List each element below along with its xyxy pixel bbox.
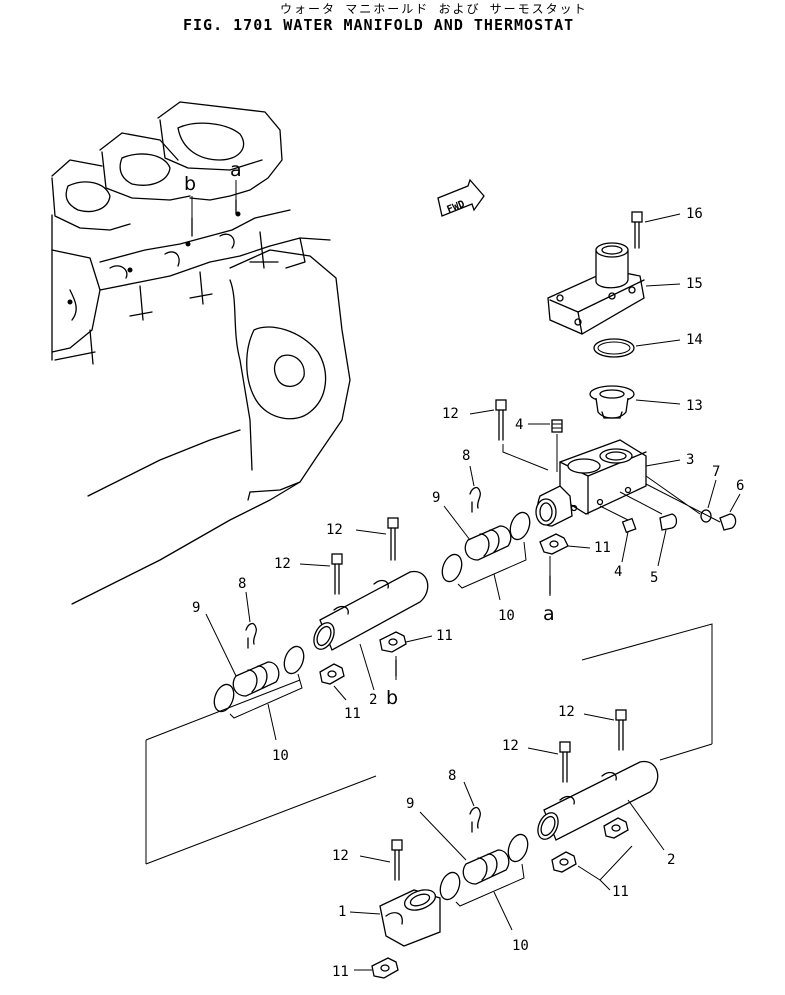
callout-9-low: 9 [406, 796, 414, 812]
callout-10-low: 10 [512, 938, 529, 954]
thermostat-cover-15 [547, 242, 645, 335]
o-ring-10-mid-b [283, 645, 305, 675]
callout-11-low-a: 11 [612, 884, 629, 900]
callout-11-top: 11 [594, 540, 611, 556]
plug-4-bottom [621, 517, 637, 534]
o-ring-10-low-a [439, 871, 461, 901]
ref-label-b-engine: b [184, 173, 196, 195]
connector-9-top [464, 525, 512, 561]
callout-12-low-c: 12 [332, 848, 349, 864]
bolt-12-low-c [391, 839, 403, 881]
washer-7 [700, 509, 712, 523]
callout-1: 1 [338, 904, 346, 920]
callout-12-low-b: 12 [502, 738, 519, 754]
callout-2-low: 2 [667, 852, 675, 868]
callout-11-mid-b: 11 [344, 706, 361, 722]
callout-8-low: 8 [448, 768, 456, 784]
elbow-1 [379, 889, 441, 947]
callout-16: 16 [686, 206, 703, 222]
callout-11-low-b: 11 [332, 964, 349, 980]
figure-title: FIG. 1701 WATER MANIFOLD AND THERMOSTAT [183, 16, 575, 34]
connector-9-mid [232, 661, 280, 697]
plug-5 [659, 513, 678, 531]
bolt-12-mid-b [331, 553, 343, 595]
o-ring-10-top-b [509, 511, 531, 541]
callout-9-top: 9 [432, 490, 440, 506]
bolt-12-low-a [615, 709, 627, 751]
callout-12-top: 12 [442, 406, 459, 422]
callout-5: 5 [650, 570, 658, 586]
callout-6: 6 [736, 478, 744, 494]
callout-10-top: 10 [498, 608, 515, 624]
callout-2-mid: 2 [369, 692, 377, 708]
o-ring-10-top-a [441, 553, 463, 583]
callout-12-mid-a: 12 [326, 522, 343, 538]
callout-12-low-a: 12 [558, 704, 575, 720]
thermostat-housing-3 [535, 439, 647, 527]
callout-8-top: 8 [462, 448, 470, 464]
gasket-11-mid-a [379, 631, 407, 653]
ref-label-a: a [543, 603, 555, 625]
gasket-11-top [539, 533, 569, 555]
callout-13: 13 [686, 398, 703, 414]
gasket-11-mid-b [319, 663, 345, 685]
callout-8-mid: 8 [238, 576, 246, 592]
connector-9-low [462, 849, 510, 885]
title-japanese: ウォータ マニホールド および サーモスタット [280, 2, 588, 16]
gasket-11-low-c [371, 957, 399, 979]
clamp-8-mid [245, 622, 258, 645]
callout-9-mid: 9 [192, 600, 200, 616]
callout-7: 7 [712, 464, 720, 480]
gasket-11-low-a [603, 817, 629, 839]
gasket-ring-14 [593, 338, 635, 358]
bolt-12-low-b [559, 741, 571, 783]
callout-4-top: 4 [515, 417, 523, 433]
bolt-12-mid-a [387, 517, 399, 561]
callout-3: 3 [686, 452, 694, 468]
ref-label-b: b [386, 687, 398, 709]
callout-4-bottom: 4 [614, 564, 622, 580]
clamp-8-top [469, 486, 482, 509]
clamp-8-low [469, 806, 482, 829]
callout-14: 14 [686, 332, 703, 348]
bolt-12-top [495, 399, 507, 441]
bolt-16 [631, 211, 643, 249]
plug-6 [719, 513, 737, 531]
callout-11-mid-a: 11 [436, 628, 453, 644]
ref-label-a-engine: a [230, 159, 242, 181]
fwd-arrow: FWD [437, 178, 485, 217]
thermostat-13 [589, 385, 635, 419]
gasket-11-low-b [551, 851, 577, 873]
water-manifold-pipe-2-low [537, 760, 659, 841]
callout-12-mid-b: 12 [274, 556, 291, 572]
engine-block-drawing [51, 101, 351, 605]
plug-4-top [551, 419, 563, 433]
callout-15: 15 [686, 276, 703, 292]
o-ring-10-low-b [507, 833, 529, 863]
callout-10-mid: 10 [272, 748, 289, 764]
water-manifold-pipe-2-mid [313, 570, 429, 651]
